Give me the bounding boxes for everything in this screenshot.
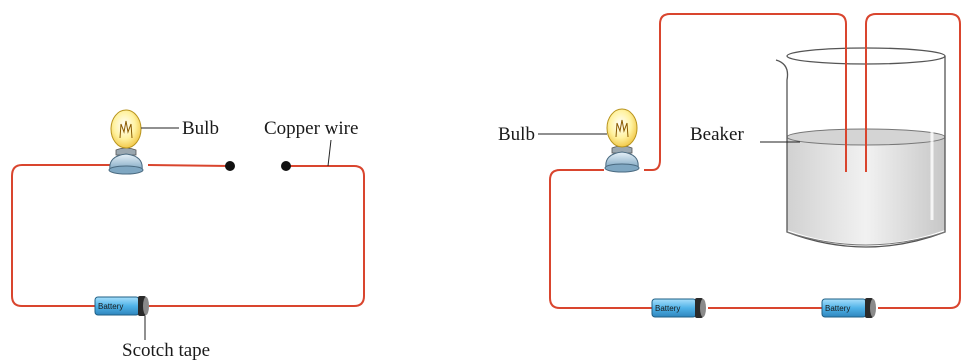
left-circuit-wire-bulb-terminal <box>147 164 231 167</box>
right-terminal-dot <box>281 161 291 171</box>
bulb-icon <box>108 109 144 175</box>
right-circuit-wire-to-beaker <box>644 13 847 171</box>
bulb-label: Bulb <box>182 118 219 139</box>
battery-label: Battery <box>98 302 123 311</box>
copper-wire-leader-line <box>327 139 332 167</box>
left-circuit: Bulb Copper wire Battery Scotch tape <box>11 109 365 360</box>
copper-wire-label: Copper wire <box>264 118 358 139</box>
battery-icon: Battery <box>651 298 706 318</box>
battery-icon: Battery <box>821 298 876 318</box>
right-circuit-wire <box>549 13 961 309</box>
bulb-icon <box>604 108 640 173</box>
scotch-tape-label: Scotch tape <box>122 340 210 360</box>
battery-label: Battery <box>825 304 850 313</box>
battery-label: Battery <box>655 304 680 313</box>
right-circuit: Beaker Bulb Battery Battery <box>498 13 961 318</box>
left-circuit-wire <box>11 164 365 307</box>
bulb-label: Bulb <box>498 124 535 145</box>
battery-icon: Battery <box>94 296 149 316</box>
beaker-label: Beaker <box>690 124 744 145</box>
beaker-icon <box>775 47 946 248</box>
left-terminal-dot <box>225 161 235 171</box>
